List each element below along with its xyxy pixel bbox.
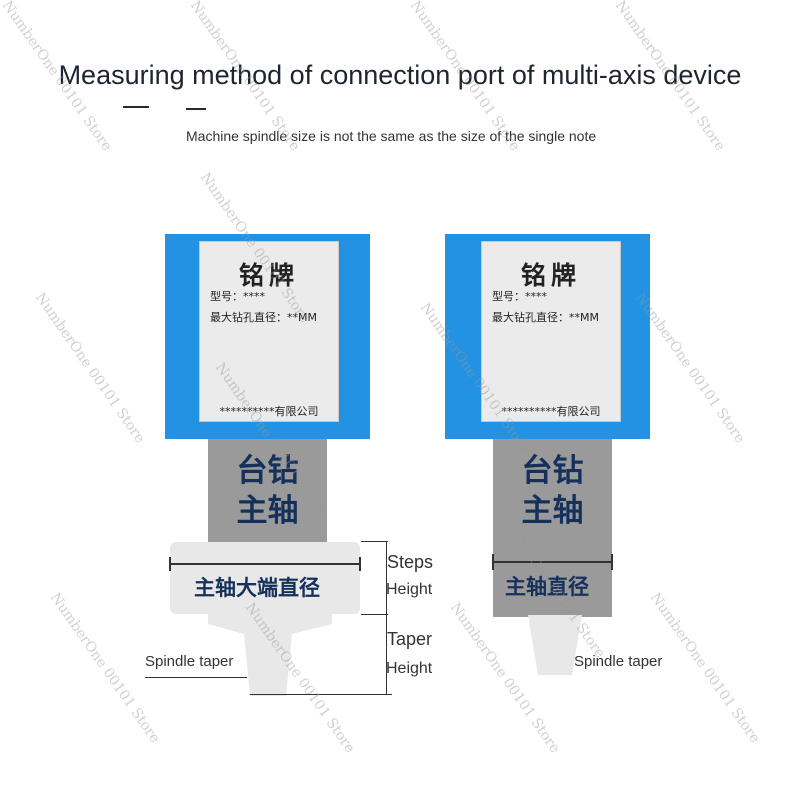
spindle-taper-leader (145, 677, 247, 678)
left-spindle-body: 台钻 主轴 (208, 439, 327, 543)
nameplate-company: **********有限公司 (219, 405, 319, 418)
right-spindle-taper (528, 615, 582, 675)
height-dimension-line (386, 541, 387, 695)
nameplate-model: 型号：**** (210, 290, 265, 303)
nameplate-title: 铭牌 (520, 261, 581, 290)
spindle-label-line1: 台钻 (521, 453, 584, 489)
nameplate-max-drill: 最大钻孔直径：**MM (492, 311, 599, 324)
dimension-tick (611, 554, 613, 570)
spindle-label-line1: 台钻 (236, 453, 299, 489)
divider (186, 108, 206, 110)
left-spindle-big-end (170, 542, 360, 614)
dimension-tick (169, 557, 171, 571)
steps-top-extension (361, 541, 388, 542)
dimension-tick (359, 557, 361, 571)
left-big-end-label: 主轴大端直径 (194, 576, 320, 600)
left-spindle-taper (208, 610, 332, 696)
spindle-label-line2: 主轴 (236, 493, 299, 529)
nameplate-model: 型号：**** (492, 290, 547, 303)
dimension-tick (492, 554, 494, 570)
watermark-text: NumberOne 00101 Store (31, 290, 148, 447)
divider (123, 106, 149, 108)
big-end-dimension-line (170, 563, 360, 565)
nameplate-title: 铭牌 (238, 261, 299, 290)
steps-height-label: Height (386, 581, 433, 598)
steps-label: Steps (387, 552, 434, 572)
watermark-text: NumberOne 00101 Store (646, 590, 763, 747)
taper-label: Taper (387, 629, 433, 649)
right-big-end-label: 主轴直径 (505, 575, 589, 599)
nameplate-max-drill: 最大钻孔直径：**MM (210, 311, 317, 324)
note-text: Machine spindle size is not the same as … (186, 128, 597, 144)
right-dimension-line (493, 561, 612, 563)
right-spindle-body: 台钻 主轴 (493, 439, 612, 617)
taper-height-label: Height (386, 660, 433, 677)
spindle-taper-left-label: Spindle taper (145, 653, 234, 670)
spindle-taper-right-label: Spindle taper (574, 653, 663, 670)
nameplate-company: **********有限公司 (501, 405, 601, 418)
right-nameplate: 铭牌 型号：**** 最大钻孔直径：**MM **********有限公司 (481, 241, 621, 422)
spindle-label-line2: 主轴 (521, 493, 584, 529)
page-title: Measuring method of connection port of m… (58, 60, 742, 90)
taper-bottom-extension (250, 694, 392, 695)
steps-bottom-extension (361, 614, 388, 615)
left-nameplate: 铭牌 型号：**** 最大钻孔直径：**MM **********有限公司 (199, 241, 339, 422)
